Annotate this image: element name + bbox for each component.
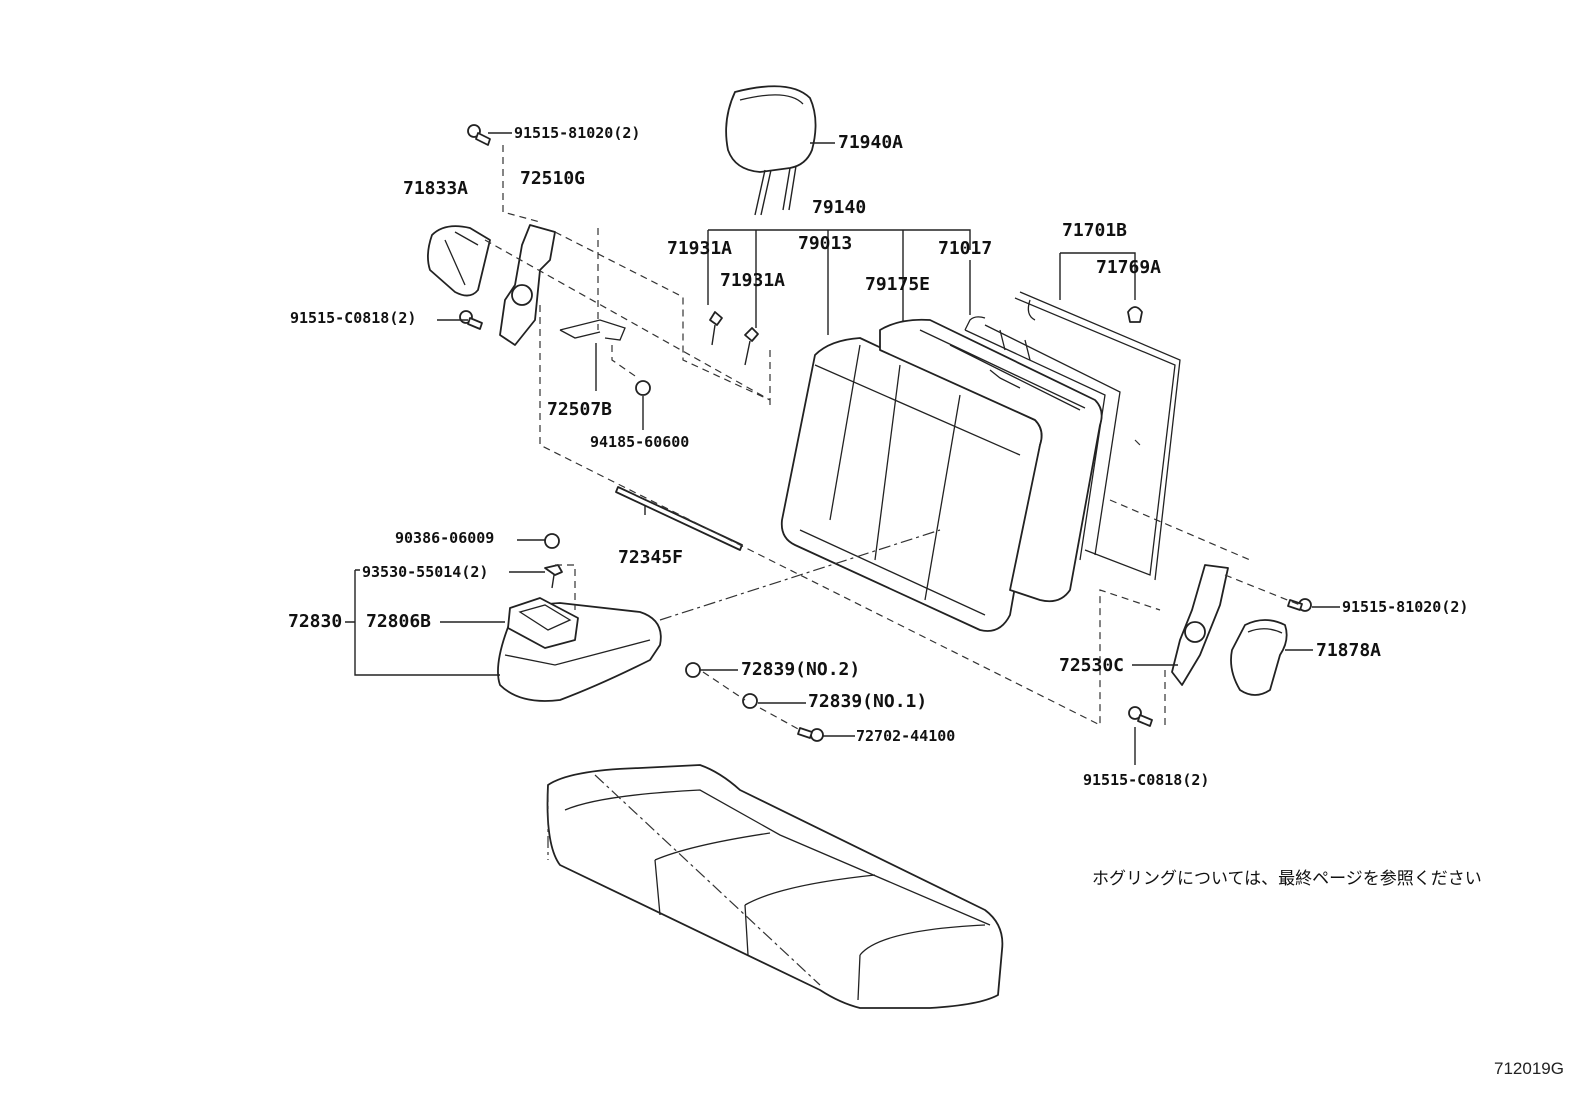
right-hinge-bracket [1171, 564, 1229, 686]
label-71017: 71017 [938, 238, 993, 259]
label-72839-no1: 72839(NO.1) [808, 691, 928, 712]
label-71931a-2: 71931A [720, 270, 786, 291]
label-79175e: 79175E [865, 274, 931, 295]
label-94185-60600: 94185-60600 [590, 433, 690, 451]
label-71833a: 71833A [403, 178, 469, 199]
label-91515-81020-top: 91515-81020(2) [514, 124, 641, 142]
seatback-frame [964, 316, 1121, 561]
label-72507b: 72507B [547, 399, 613, 420]
label-72510g: 72510G [520, 168, 586, 189]
seatback-board [1014, 291, 1181, 581]
left-hinge-cover [427, 225, 491, 297]
label-72806b: 72806B [366, 611, 432, 632]
label-91515-81020-right: 91515-81020(2) [1342, 598, 1469, 616]
label-72345f: 72345F [618, 547, 684, 568]
strip-72345f [615, 486, 743, 551]
label-90386-06009: 90386-06009 [395, 529, 495, 547]
label-71931a-1: 71931A [667, 238, 733, 259]
label-72530c: 72530C [1059, 655, 1125, 676]
label-79013: 79013 [798, 233, 853, 254]
seat-cushion [546, 764, 1004, 1009]
hook-72507b [559, 319, 626, 341]
seatback-cushion [780, 337, 1043, 632]
label-71701b: 71701B [1062, 220, 1128, 241]
label-71769a: 71769A [1096, 257, 1162, 278]
hog-ring-note: ホグリングについては、最終ページを参照ください [1092, 869, 1482, 889]
leader-lines [345, 132, 1340, 765]
diagram-reference-code: 712019G [1494, 1059, 1564, 1078]
label-71878a: 71878A [1316, 640, 1382, 661]
right-bolts [1128, 598, 1312, 727]
label-93530-55014: 93530-55014(2) [362, 563, 489, 581]
hog-ring-pins [709, 311, 759, 366]
left-bolts [459, 124, 491, 330]
clip-71769a [1127, 306, 1143, 323]
cupholder-72806b [507, 597, 579, 649]
nut-94185 [635, 380, 651, 396]
label-91515-c0818-right: 91515-C0818(2) [1083, 771, 1210, 789]
label-72839-no2: 72839(NO.2) [741, 659, 861, 680]
label-72702-44100: 72702-44100 [856, 727, 956, 745]
right-hinge-cover [1230, 619, 1288, 696]
label-72830: 72830 [288, 611, 343, 632]
assembly-lines [484, 145, 1301, 986]
label-91515-c0818-left: 91515-C0818(2) [290, 309, 417, 327]
label-79140: 79140 [812, 197, 867, 218]
left-hinge-bracket [499, 224, 556, 346]
label-71940a: 71940A [838, 132, 904, 153]
seatback-cover [879, 318, 1103, 603]
headrest [725, 85, 817, 216]
